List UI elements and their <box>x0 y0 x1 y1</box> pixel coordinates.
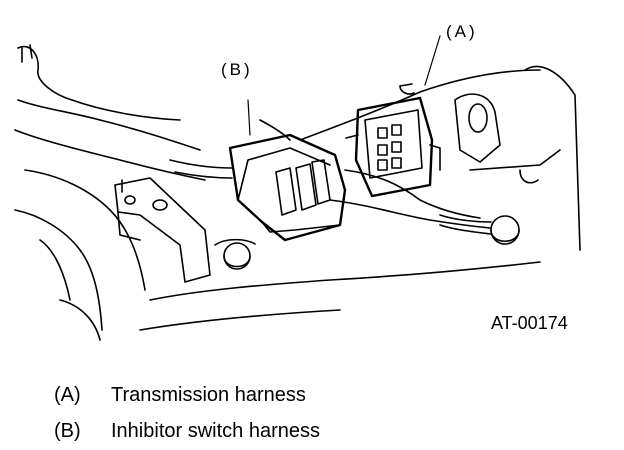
mounting-bracket-right <box>454 93 501 163</box>
bolt-right <box>490 215 520 245</box>
callout-b-label: (B) <box>221 60 253 79</box>
bolt-center <box>223 242 251 270</box>
housing-outline <box>17 45 181 121</box>
figure-id: AT-00174 <box>491 313 568 333</box>
line-drawing <box>14 35 581 341</box>
legend-item-a: (A) Transmission harness <box>54 377 320 413</box>
mounting-bracket <box>114 177 211 283</box>
legend-key: (A) <box>54 383 81 406</box>
legend-key: (B) <box>54 419 81 442</box>
legend-text: Transmission harness <box>111 383 306 406</box>
connector-illustration <box>14 35 581 341</box>
legend: (A) Transmission harness (B) Inhibitor s… <box>54 377 320 449</box>
legend-item-b: (B) Inhibitor switch harness <box>54 413 320 449</box>
connector-a-body <box>354 96 434 198</box>
legend-text: Inhibitor switch harness <box>111 419 320 442</box>
callout-a-label: (A) <box>446 22 478 41</box>
